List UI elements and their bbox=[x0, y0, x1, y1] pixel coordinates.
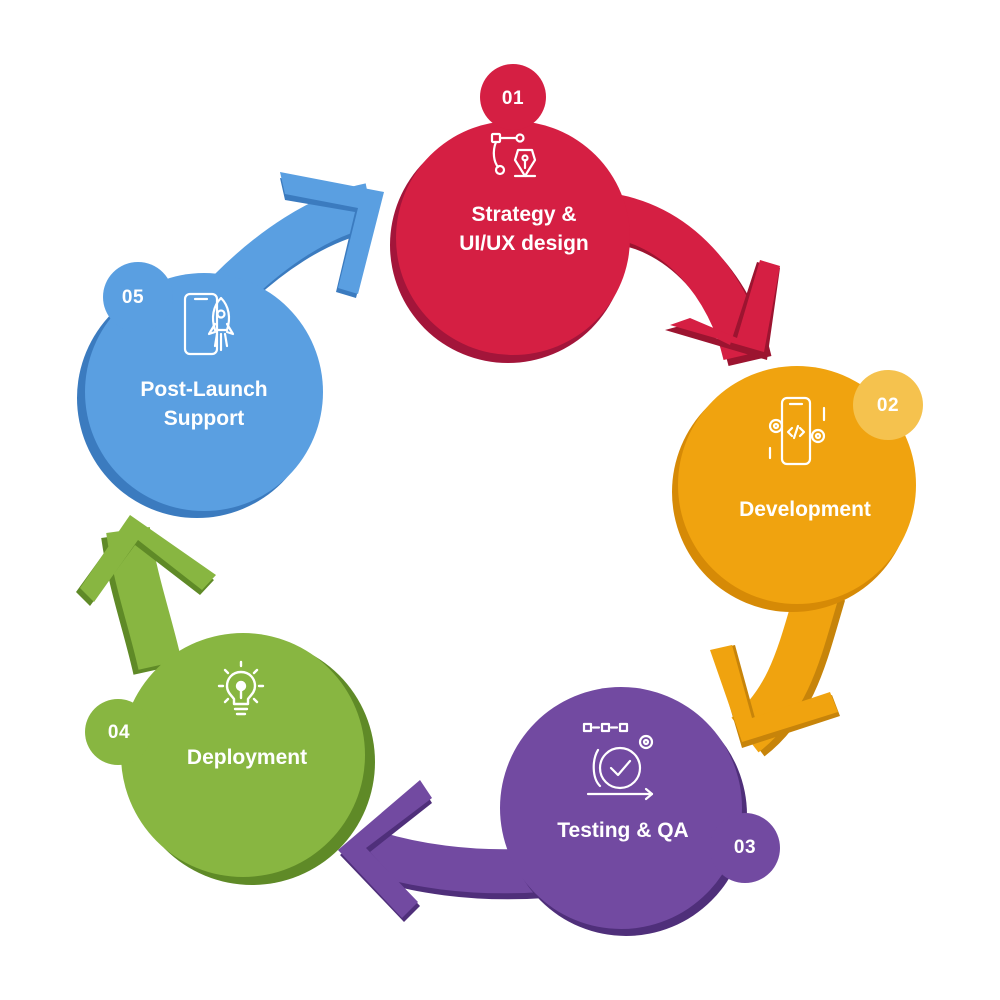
stage-number-testing: 03 bbox=[733, 837, 757, 858]
stage-title-support: Post-Launch Support bbox=[94, 375, 314, 433]
arrow-testing-to-deployment bbox=[338, 780, 546, 922]
stage-title-strategy: Strategy & UI/UX design bbox=[414, 200, 634, 258]
stage-title-development-line-1: Development bbox=[739, 498, 871, 521]
mobile-code-gears-icon bbox=[768, 396, 826, 466]
test-cycle-check-icon bbox=[582, 722, 654, 801]
stage-title-support-line-2: Support bbox=[163, 407, 245, 430]
badge-testing bbox=[710, 813, 780, 883]
badge-support bbox=[103, 262, 173, 332]
stage-title-support-line-1: Post-Launch bbox=[140, 378, 268, 401]
pen-tool-icon bbox=[490, 132, 537, 178]
stage-title-strategy-line-2: UI/UX design bbox=[459, 232, 589, 255]
stage-number-strategy: 01 bbox=[501, 88, 525, 109]
circle-testing bbox=[500, 687, 780, 936]
stage-title-strategy-line-1: Strategy & bbox=[471, 203, 577, 226]
stage-title-testing-line-1: Testing & QA bbox=[557, 819, 689, 842]
stage-number-development: 02 bbox=[876, 395, 900, 416]
circle-support bbox=[77, 262, 323, 518]
badge-deployment bbox=[85, 699, 151, 765]
stage-number-support: 05 bbox=[121, 287, 145, 308]
arrow-deployment-to-support bbox=[76, 515, 216, 675]
mobile-rocket-icon bbox=[183, 292, 235, 356]
lightbulb-icon bbox=[217, 660, 265, 716]
circle-development bbox=[672, 366, 923, 612]
stage-title-development: Development bbox=[695, 495, 915, 524]
stage-title-deployment-line-1: Deployment bbox=[186, 746, 308, 769]
arrow-development-to-testing bbox=[710, 583, 846, 757]
circle-deployment bbox=[85, 633, 375, 885]
circle-strategy bbox=[390, 64, 630, 363]
stage-number-deployment: 04 bbox=[107, 722, 131, 743]
stage-title-deployment: Deployment bbox=[137, 743, 357, 772]
badge-strategy bbox=[480, 64, 546, 130]
badge-development bbox=[853, 370, 923, 440]
arrow-support-to-strategy bbox=[210, 172, 384, 312]
stage-title-testing: Testing & QA bbox=[513, 816, 733, 845]
